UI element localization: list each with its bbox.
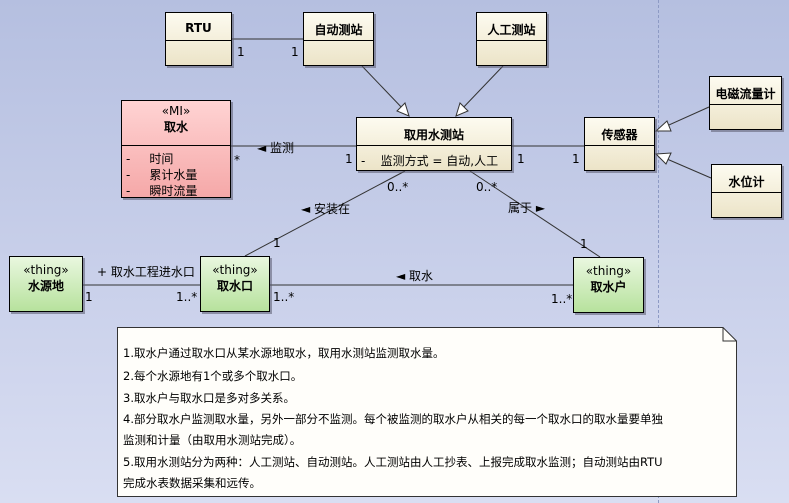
attribute-row: - 监测方式 = 自动,人工 (361, 152, 498, 169)
multiplicity-port-user: 1..* (273, 290, 295, 304)
note-line: 3.取水户与取水口是多对多关系。 (123, 391, 295, 405)
class-header: «thing» 水源地 (10, 263, 82, 294)
multiplicity-user-port: 1..* (551, 292, 573, 306)
note-line: 1.取水户通过取水口从某水源地取水，取用水测站监测取水量。 (123, 346, 445, 360)
attribute-visibility: - (126, 184, 131, 198)
multiplicity-port-installed: 1 (273, 236, 281, 250)
class-name: 人工测站 (487, 23, 536, 37)
class-name: 取用水测站 (403, 128, 464, 142)
class-water-level-meter[interactable]: 水位计 (711, 164, 782, 218)
class-stereotype: «thing» (212, 263, 258, 277)
class-name: 取水 (163, 120, 188, 134)
class-stereotype: «thing» (23, 263, 69, 277)
class-stereotype: «thing» (585, 264, 632, 278)
class-name: 水位计 (728, 175, 765, 189)
compartment-divider (712, 192, 781, 193)
gen-arrowhead-manual (455, 102, 469, 117)
gen-arrowhead-em (654, 120, 672, 132)
attribute-visibility: - (361, 154, 366, 168)
class-intake-station[interactable]: 取用水测站 - 监测方式 = 自动,人工 (356, 117, 512, 171)
gen-arrowhead-level (654, 152, 672, 165)
class-name: 水源地 (27, 279, 64, 293)
attribute-text: 时间 (149, 152, 174, 166)
multiplicity-station-monitor: 1 (345, 152, 353, 166)
compartment-divider (304, 40, 373, 41)
attribute-row: - 累计水量 (126, 166, 197, 183)
class-auto-station[interactable]: 自动测站 (303, 12, 374, 66)
class-stereotype: «MI» (161, 104, 191, 118)
note-line: 4.部分取水户监测取水量，另外一部分不监测。每个被监测的取水户从相关的每一个取水… (123, 412, 663, 426)
attribute-row: - 时间 (126, 150, 173, 167)
label-belongs-to: 属于 ► (508, 201, 546, 215)
gen-arrowhead-auto (396, 102, 410, 117)
compartment-divider (477, 40, 546, 41)
multiplicity-auto-station: 1 (291, 45, 299, 59)
multiplicity-port-source: 1..* (176, 290, 198, 304)
class-rtu[interactable]: RTU (165, 12, 232, 66)
label-source-port: + 取水工程进水口 (97, 265, 195, 279)
class-water-user[interactable]: «thing» 取水户 (573, 257, 644, 313)
class-intake-port[interactable]: «thing» 取水口 (200, 256, 270, 312)
class-name: 传感器 (601, 128, 638, 142)
gen-manual-station (459, 65, 504, 112)
class-em-flowmeter[interactable]: 电磁流量计 (709, 76, 782, 130)
multiplicity-source: 1 (85, 290, 93, 304)
compartment-divider (122, 145, 230, 146)
class-intake[interactable]: «MI» 取水 - 时间 - 累计水量 - 瞬时流量 (121, 100, 231, 198)
note-shape (117, 327, 737, 497)
note-line: 完成水表数据采集和远传。 (123, 476, 261, 490)
class-name: RTU (185, 21, 212, 35)
label-port-user: ◄ 取水 (396, 269, 434, 283)
attribute-text: 监测方式 = 自动,人工 (380, 154, 499, 168)
compartment-divider (357, 145, 511, 146)
class-water-source[interactable]: «thing» 水源地 (9, 256, 83, 312)
assoc-belongs-to (469, 170, 601, 258)
label-monitor: ◄ 监测 (257, 141, 295, 155)
compartment-divider (585, 145, 654, 146)
class-name: 取水户 (590, 280, 627, 294)
multiplicity-intake: * (234, 153, 240, 167)
note-line: 5.取用水测站分为两种：人工测站、自动测站。人工测站由人工抄表、上报完成取水监测… (123, 455, 663, 469)
attribute-text: 累计水量 (149, 168, 198, 182)
class-header: «thing» 取水口 (201, 263, 269, 294)
attribute-visibility: - (126, 152, 131, 166)
attribute-text: 瞬时流量 (149, 184, 198, 198)
assoc-installed-at (244, 170, 406, 257)
note-line: 监测和计量（由取用水测站完成）。 (123, 433, 302, 447)
note-line: 2.每个水源地有1个或多个取水口。 (123, 369, 303, 383)
multiplicity-station-installed: 0..* (387, 180, 409, 194)
compartment-divider (710, 104, 781, 105)
class-sensor[interactable]: 传感器 (584, 117, 655, 171)
gen-auto-station (361, 65, 406, 112)
class-header: «thing» 取水户 (574, 264, 643, 295)
class-header: «MI» 取水 (122, 104, 230, 135)
multiplicity-station-sensor: 1 (517, 152, 525, 166)
compartment-divider (166, 40, 231, 41)
class-name: 电磁流量计 (715, 87, 776, 101)
multiplicity-sensor: 1 (572, 152, 580, 166)
label-installed-at: ◄ 安装在 (301, 202, 351, 216)
class-manual-station[interactable]: 人工测站 (476, 12, 547, 66)
multiplicity-rtu: 1 (237, 45, 245, 59)
class-name: 取水口 (216, 279, 253, 293)
attribute-visibility: - (126, 168, 131, 182)
class-name: 自动测站 (314, 23, 363, 37)
diagram-guide-line (658, 0, 659, 503)
multiplicity-station-belongs: 0..* (476, 180, 498, 194)
attribute-row: - 瞬时流量 (126, 182, 197, 199)
multiplicity-user-belongs: 1 (580, 237, 588, 251)
diagram-note[interactable]: 1.取水户通过取水口从某水源地取水，取用水测站监测取水量。 2.每个水源地有1个… (117, 327, 737, 497)
